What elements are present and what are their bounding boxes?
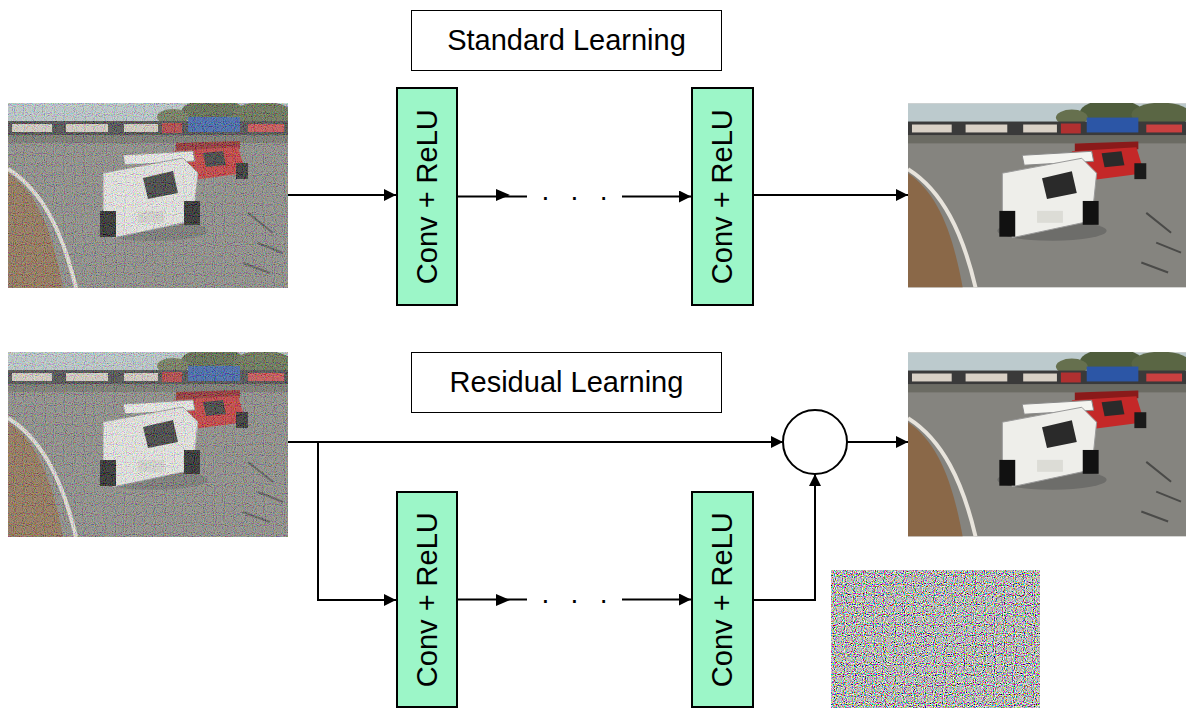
node-text: Residual Learning — [450, 366, 684, 399]
arrow-head — [496, 189, 510, 201]
residual-arrow — [754, 474, 815, 600]
noise-overlay — [8, 103, 288, 288]
noise-overlay — [8, 352, 288, 537]
conv-relu-layer: Conv + ReLU — [396, 491, 458, 708]
conv-relu-layer: Conv + ReLU — [691, 491, 754, 708]
output-arrow — [847, 441, 908, 443]
node-text: Conv + ReLU — [706, 109, 739, 284]
node-text: Standard Learning — [447, 24, 686, 57]
noisy-input-photo — [8, 348, 293, 537]
skip-arrow — [288, 441, 783, 443]
method-label-box: Residual Learning — [411, 352, 722, 413]
noisy-input-photo — [8, 99, 293, 288]
ellipsis-label: · · · — [527, 586, 623, 614]
clean-output-photo — [908, 100, 1186, 288]
conv-relu-layer: Conv + ReLU — [396, 87, 458, 306]
method-label-box: Standard Learning — [411, 10, 722, 71]
residual-noise-image — [831, 570, 1040, 708]
branch-arrow — [318, 442, 396, 600]
node-text: Conv + ReLU — [706, 512, 739, 687]
input-arrow — [288, 194, 396, 196]
clean-output-photo — [908, 349, 1186, 537]
node-text: Conv + ReLU — [410, 109, 443, 284]
subtract-operator — [783, 410, 847, 474]
conv-relu-layer: Conv + ReLU — [691, 87, 754, 306]
node-text: Conv + ReLU — [410, 512, 443, 687]
output-arrow — [754, 194, 908, 196]
ellipsis-label: · · · — [527, 183, 623, 211]
